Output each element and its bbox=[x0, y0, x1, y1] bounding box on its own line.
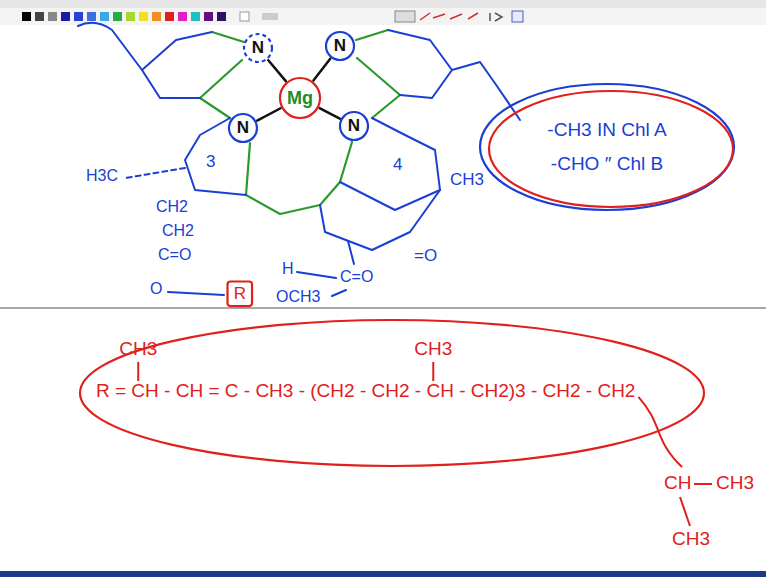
atom-label: N bbox=[237, 118, 249, 138]
color-swatches bbox=[22, 11, 523, 22]
chain-bond bbox=[680, 497, 690, 526]
formula-label: 3 bbox=[206, 152, 215, 172]
separator-line bbox=[0, 307, 766, 309]
atom-label: N bbox=[252, 38, 264, 58]
formula-label: CH2 bbox=[156, 198, 188, 216]
coordination-bond bbox=[268, 60, 286, 81]
formula-label: O bbox=[150, 280, 162, 298]
formula-label: C=O bbox=[340, 268, 373, 286]
formula-label: OCH3 bbox=[276, 288, 320, 306]
chain-bond bbox=[638, 397, 682, 467]
note-text: -CH3 IN Chl A bbox=[547, 119, 666, 141]
formula-ellipse: R = CH - CH = C - CH3 - (CH2 - CH2 - CH … bbox=[78, 318, 706, 468]
coordination-bond bbox=[257, 108, 280, 120]
formula-label: CH3 bbox=[716, 472, 754, 494]
tool-bar bbox=[0, 8, 766, 25]
formula-label: H bbox=[282, 260, 294, 278]
nitrogen-circle: N bbox=[227, 112, 259, 144]
menu-bar bbox=[0, 0, 766, 8]
formula-label: =O bbox=[414, 246, 437, 266]
nitrogen-circle: N bbox=[338, 110, 370, 142]
formula-label: 4 bbox=[393, 155, 402, 175]
r-group-box: R bbox=[226, 280, 254, 308]
note-text: -CHO ″ Chl B bbox=[551, 153, 663, 175]
node-outline bbox=[478, 82, 736, 212]
formula-label: CH3 bbox=[450, 170, 484, 190]
outer-rings bbox=[78, 23, 520, 296]
note-ellipse: -CH3 IN Chl A -CHO ″ Chl B bbox=[478, 82, 736, 212]
formula-label: H3C bbox=[86, 167, 118, 185]
coordination-bond bbox=[320, 108, 340, 119]
formula-label: CH2 bbox=[162, 222, 194, 240]
atom-label: N bbox=[334, 36, 346, 56]
formula-label: CH3 bbox=[672, 528, 710, 550]
formula-text: CH3 bbox=[414, 338, 452, 360]
branch-bond bbox=[432, 362, 434, 381]
formula-label: CH bbox=[664, 472, 691, 494]
inner-ring bbox=[200, 30, 400, 214]
nitrogen-circle: N bbox=[242, 32, 274, 64]
branch-bond bbox=[137, 362, 139, 381]
formula-text: R = CH - CH = C - CH3 - (CH2 - CH2 - CH … bbox=[96, 380, 635, 402]
magnesium-circle: Mg bbox=[278, 76, 322, 120]
atom-label: Mg bbox=[287, 88, 313, 109]
group-label: R bbox=[234, 284, 246, 304]
chain-bond bbox=[694, 483, 712, 485]
formula-label: C=O bbox=[158, 246, 191, 264]
bottom-bar bbox=[0, 571, 766, 577]
coordination-bond bbox=[313, 59, 330, 81]
atom-label: N bbox=[348, 116, 360, 136]
nitrogen-circle: N bbox=[324, 30, 356, 62]
formula-text: CH3 bbox=[119, 338, 157, 360]
